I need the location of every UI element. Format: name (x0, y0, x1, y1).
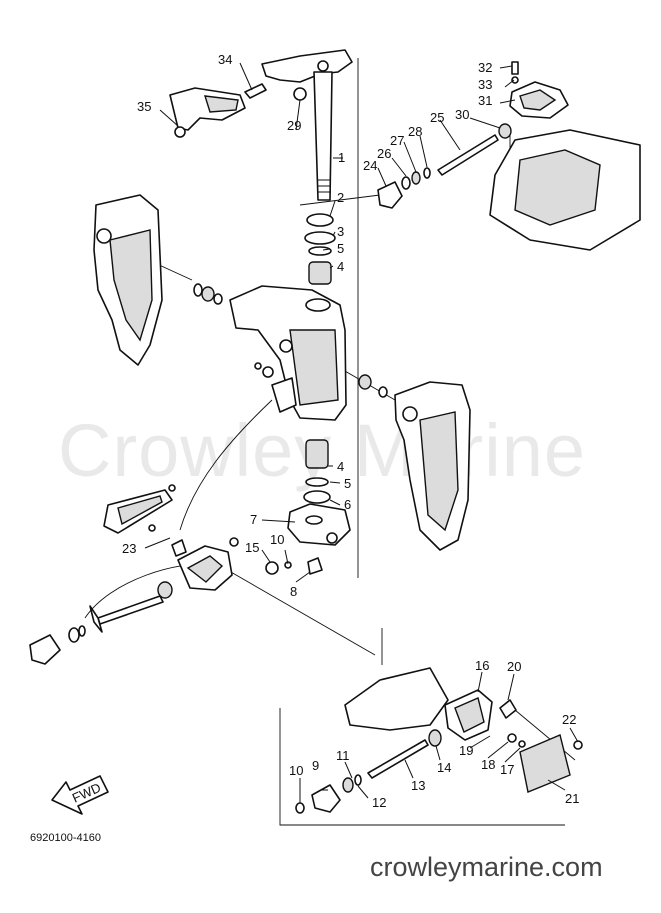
steering-arm (261, 49, 353, 101)
lower-casing-outline (344, 667, 449, 731)
swivel-bracket (229, 285, 347, 421)
callout-23: 23 (122, 541, 136, 556)
callout-13: 13 (411, 778, 425, 793)
callout-29: 29 (287, 118, 301, 133)
lower-left-mount-set (295, 774, 362, 814)
callout-6: 6 (344, 497, 351, 512)
callout-30: 30 (455, 107, 469, 122)
callout-35: 35 (137, 99, 151, 114)
callout-11: 11 (336, 748, 350, 763)
callout-12: 12 (372, 795, 386, 810)
callout-31: 31 (478, 93, 492, 108)
callout-25: 25 (430, 110, 444, 125)
lower-right-mount (444, 689, 583, 793)
callout-7: 7 (250, 512, 257, 527)
left-mount-bolt (29, 581, 173, 665)
callout-34: 34 (218, 52, 232, 67)
callout-4b: 4 (337, 459, 344, 474)
upper-link-part (169, 83, 267, 138)
callout-22: 22 (562, 712, 576, 727)
fwd-arrow: FWD (51, 775, 109, 815)
engine-mount-casing (489, 129, 641, 251)
callout-5b: 5 (344, 476, 351, 491)
callout-27: 27 (390, 133, 404, 148)
steering-shaft (313, 71, 333, 201)
callout-32: 32 (478, 60, 492, 75)
callout-10a: 10 (270, 532, 284, 547)
left-clamp-bracket (93, 194, 163, 366)
side-cover-plate (103, 484, 176, 534)
upper-right-mount-set (377, 61, 569, 209)
callout-16: 16 (475, 658, 489, 673)
callout-20: 20 (507, 659, 521, 674)
callout-8: 8 (290, 584, 297, 599)
callout-2: 2 (337, 190, 344, 205)
callout-9: 9 (312, 758, 319, 773)
callout-4a: 4 (337, 259, 344, 274)
lower-mount-bolt (367, 729, 442, 779)
leader-lines (144, 62, 579, 802)
callout-26: 26 (377, 146, 391, 161)
callout-19: 19 (459, 743, 473, 758)
site-url: crowleymarine.com (370, 852, 603, 882)
left-lower-mount (171, 537, 239, 591)
callout-1: 1 (338, 150, 345, 165)
callout-5a: 5 (337, 241, 344, 256)
callout-24: 24 (363, 158, 377, 173)
callout-14: 14 (437, 760, 451, 775)
callout-10b: 10 (289, 763, 303, 778)
callout-28: 28 (408, 124, 422, 139)
reference-code: 6920100-4160 (30, 832, 101, 844)
callout-33: 33 (478, 77, 492, 92)
callout-labels: 1 2 3 5 4 4 5 6 7 8 10 15 23 29 34 35 24… (122, 52, 579, 810)
callout-18: 18 (481, 757, 495, 772)
callout-15: 15 (245, 540, 259, 555)
lower-mount-bracket (265, 503, 351, 575)
tilt-tube-hardware (193, 283, 388, 398)
lower-bushing-stack (303, 439, 331, 504)
upper-bushing-stack (304, 213, 336, 285)
callout-21: 21 (565, 791, 579, 806)
callout-3: 3 (337, 224, 344, 239)
right-clamp-bracket (394, 381, 471, 551)
callout-17: 17 (500, 762, 514, 777)
